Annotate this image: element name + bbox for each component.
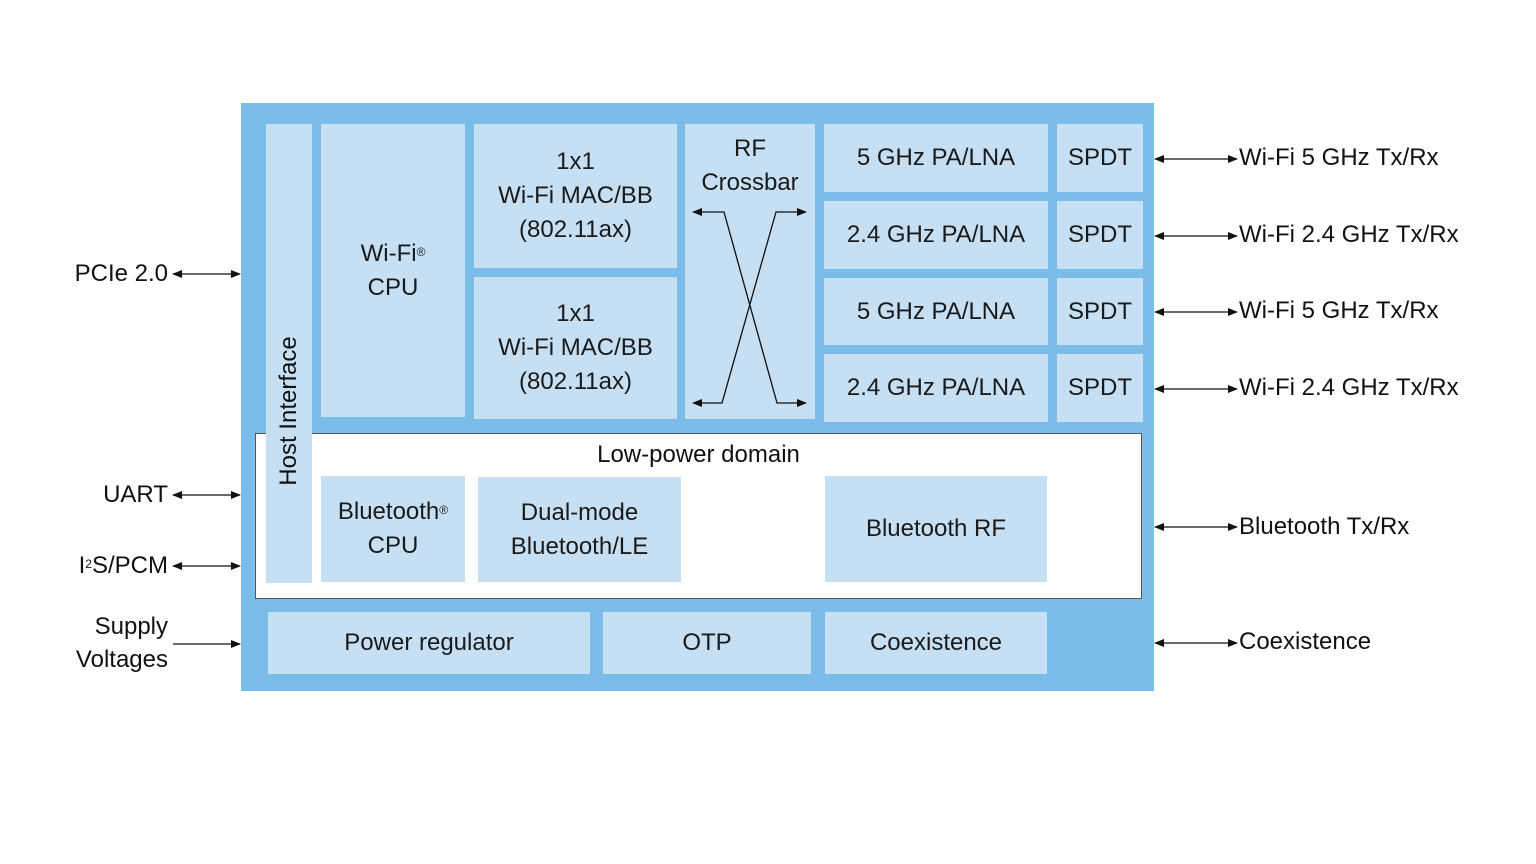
signal-pcie: PCIe 2.0	[74, 260, 168, 287]
supply-line2: Voltages	[75, 646, 168, 673]
signal-wifi-24ghz-1: Wi-Fi 2.4 GHz Tx/Rx	[1239, 221, 1459, 248]
wifi-cpu-label-2: CPU	[367, 273, 419, 301]
pa-lna-block-3: 5 GHz PA/LNA	[824, 278, 1048, 345]
pa-lna-block-1: 5 GHz PA/LNA	[824, 124, 1048, 192]
wifi-cpu-block: Wi-Fi® CPU	[321, 124, 465, 417]
mac-bb-2-line3: (802.11ax)	[519, 368, 632, 395]
i2s-superscript: 2	[85, 557, 92, 571]
pa-lna-block-2: 2.4 GHz PA/LNA	[824, 201, 1048, 269]
signal-uart: UART	[103, 481, 168, 508]
low-power-domain-label: Low-power domain	[597, 441, 800, 468]
rf-crossbar-line2: Crossbar	[701, 169, 799, 196]
mac-bb-2-line2: Wi-Fi MAC/BB	[498, 334, 653, 361]
signal-wifi-5ghz-2: Wi-Fi 5 GHz Tx/Rx	[1239, 297, 1439, 324]
signal-wifi-24ghz-2: Wi-Fi 2.4 GHz Tx/Rx	[1239, 374, 1459, 401]
pa-lna-block-4: 2.4 GHz PA/LNA	[824, 354, 1048, 422]
mac-bb-1-line2: Wi-Fi MAC/BB	[498, 182, 653, 209]
bluetooth-cpu-label: Bluetooth	[337, 498, 440, 525]
signal-wifi-5ghz-1: Wi-Fi 5 GHz Tx/Rx	[1239, 144, 1439, 171]
dual-mode-bluetooth-block: Dual-mode Bluetooth/LE	[478, 477, 681, 582]
supply-line1: Supply	[94, 613, 168, 640]
registered-mark: ®	[416, 244, 426, 259]
bluetooth-cpu-label-2: CPU	[367, 532, 419, 559]
dual-mode-line2: Bluetooth/LE	[510, 532, 649, 560]
spdt-block-2: SPDT	[1057, 201, 1143, 269]
mac-bb-1-line1: 1x1	[556, 148, 595, 175]
dual-mode-line1: Dual-mode	[520, 498, 639, 526]
rf-crossbar-line1: RF	[733, 135, 766, 162]
signal-bluetooth: Bluetooth Tx/Rx	[1239, 513, 1410, 540]
wifi-mac-bb-block-2: 1x1 Wi-Fi MAC/BB (802.11ax)	[474, 277, 677, 419]
i2s-prefix: I	[78, 552, 86, 579]
otp-block: OTP	[603, 612, 811, 674]
spdt-block-4: SPDT	[1057, 354, 1143, 422]
i2s-suffix: S/PCM	[91, 552, 168, 579]
crossbar-path-2	[692, 208, 807, 407]
host-interface-block: Host Interface	[266, 124, 312, 583]
signal-coexistence: Coexistence	[1239, 628, 1372, 655]
wifi-cpu-label: Wi-Fi	[360, 239, 417, 267]
mac-bb-1-line3: (802.11ax)	[519, 216, 632, 243]
registered-mark: ®	[439, 503, 449, 517]
wifi-mac-bb-block-1: 1x1 Wi-Fi MAC/BB (802.11ax)	[474, 124, 677, 268]
spdt-block-1: SPDT	[1057, 124, 1143, 192]
spdt-block-3: SPDT	[1057, 278, 1143, 345]
signal-supply-voltages: Supply Voltages	[76, 610, 168, 676]
signal-i2s-pcm: I2S/PCM	[79, 551, 168, 581]
mac-bb-2-line1: 1x1	[556, 300, 595, 327]
bluetooth-cpu-block: Bluetooth® CPU	[321, 476, 465, 582]
coexistence-block: Coexistence	[825, 612, 1047, 674]
power-regulator-block: Power regulator	[268, 612, 590, 674]
bluetooth-rf-block: Bluetooth RF	[825, 476, 1047, 582]
